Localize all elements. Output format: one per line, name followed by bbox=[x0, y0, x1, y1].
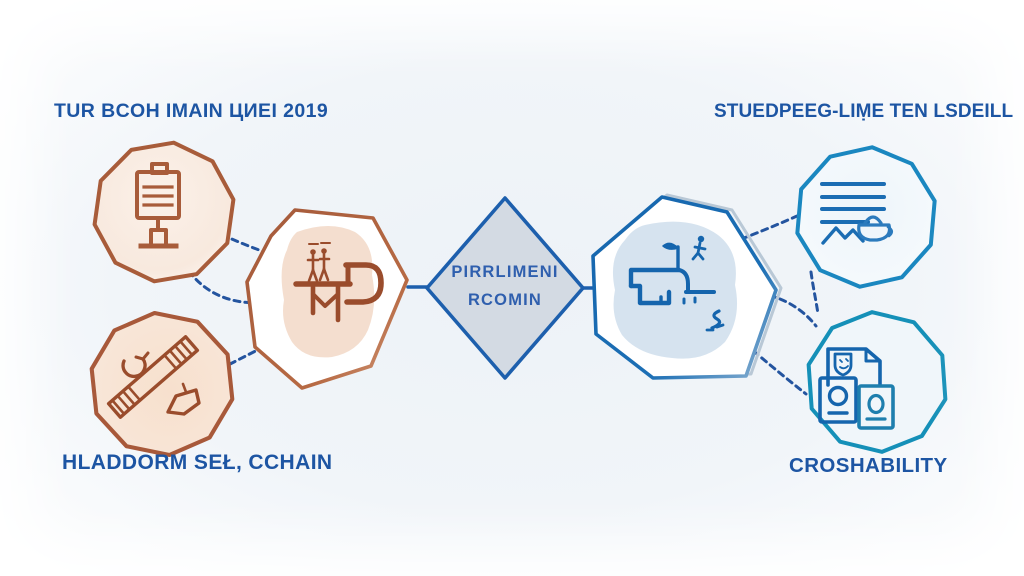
label-bottom-right: CROSHABILITY bbox=[789, 454, 948, 477]
machine-person-icon bbox=[628, 235, 725, 332]
label-top-right: STUEDPEEG-LIṂE TEN LSDEILL bbox=[714, 101, 1014, 122]
connector-tr-to-junction bbox=[809, 270, 820, 316]
node-top-right-decagon bbox=[791, 139, 941, 295]
figures-claw-icon bbox=[293, 242, 384, 323]
diamond-label-line1: PIRRLIMENI bbox=[451, 263, 559, 281]
documents-shield-icon bbox=[818, 347, 895, 430]
ruler-refresh-boat-icon bbox=[106, 335, 201, 419]
right-heptagon-blob bbox=[612, 221, 738, 359]
node-left-heptagon bbox=[245, 208, 409, 390]
node-center-diamond bbox=[425, 196, 585, 380]
zigzag-chart-line bbox=[821, 226, 865, 245]
boat-icon bbox=[166, 382, 201, 416]
shield-icon bbox=[833, 352, 853, 377]
label-bottom-left: HLADDORM SEŁ, CCHAIN bbox=[62, 451, 333, 474]
node-bottom-right-decagon bbox=[803, 305, 951, 459]
teapot-icon bbox=[857, 215, 894, 242]
sign-stand-icon bbox=[135, 162, 181, 249]
person-icon bbox=[691, 235, 707, 261]
diamond-label: PIRRLIMENI RCOMIN bbox=[425, 258, 585, 314]
node-top-left-decagon bbox=[85, 131, 243, 293]
booklet-right-icon bbox=[857, 384, 895, 430]
document-chart-teapot-icon bbox=[820, 182, 894, 245]
left-heptagon-blob bbox=[281, 226, 375, 358]
label-top-left: TUR BCOH IMAIN ЦИЕI 2019 bbox=[54, 100, 329, 122]
node-right-heptagon bbox=[591, 193, 783, 380]
refresh-arrow-icon bbox=[121, 351, 150, 379]
node-bottom-left-decagon bbox=[87, 306, 238, 462]
diamond-label-line2: RCOMIN bbox=[467, 291, 543, 310]
booklet-left-icon bbox=[818, 376, 858, 424]
